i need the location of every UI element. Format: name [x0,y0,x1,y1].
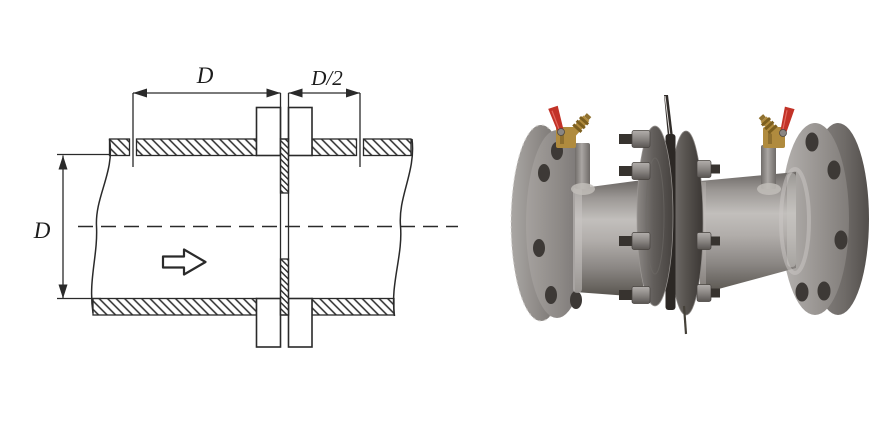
valve-pivot [557,128,565,136]
orifice-plate-bottom-tab [682,305,688,335]
orifice-plate [279,93,290,316]
upstream-distance-label: D [196,63,214,88]
downstream-distance-label: D/2 [310,66,343,90]
weld-seam [573,187,582,293]
upstream-flange-disc [636,125,674,307]
weld-blob [571,183,595,195]
tap-tube [575,143,590,189]
left-flange-bolt-holes [533,142,582,309]
pressure-tap-downstream [757,106,795,195]
weld-blob [757,183,781,195]
flange-blocks [255,106,313,348]
left-end-flange [510,124,588,322]
pressure-tap-upstream [548,105,595,195]
pipe-break-lines [90,138,414,317]
flange-bolts-left [619,130,651,304]
dimension-pipe-diameter: D [33,153,111,300]
photo-panel [510,95,869,335]
flange-bolts-right [696,160,720,302]
hose-barb-fitting [570,113,592,136]
pipe-diameter-label: D [33,218,51,243]
tap-tube [761,145,776,189]
dimension-upstream-d: D [132,63,281,167]
valve-handle-red [548,105,564,133]
dimension-downstream-d-half: D/2 [288,66,361,167]
flow-direction-arrow [161,248,207,276]
hose-barb-fitting [758,114,780,137]
left-pipe-spool [573,180,643,297]
center-flange-pair [619,95,720,335]
valve-pivot [779,129,787,137]
schematic-panel: D D/2 D [33,63,458,348]
weld-seam [787,173,796,267]
valve-handle-red [780,106,795,134]
weld-ring [779,167,811,275]
